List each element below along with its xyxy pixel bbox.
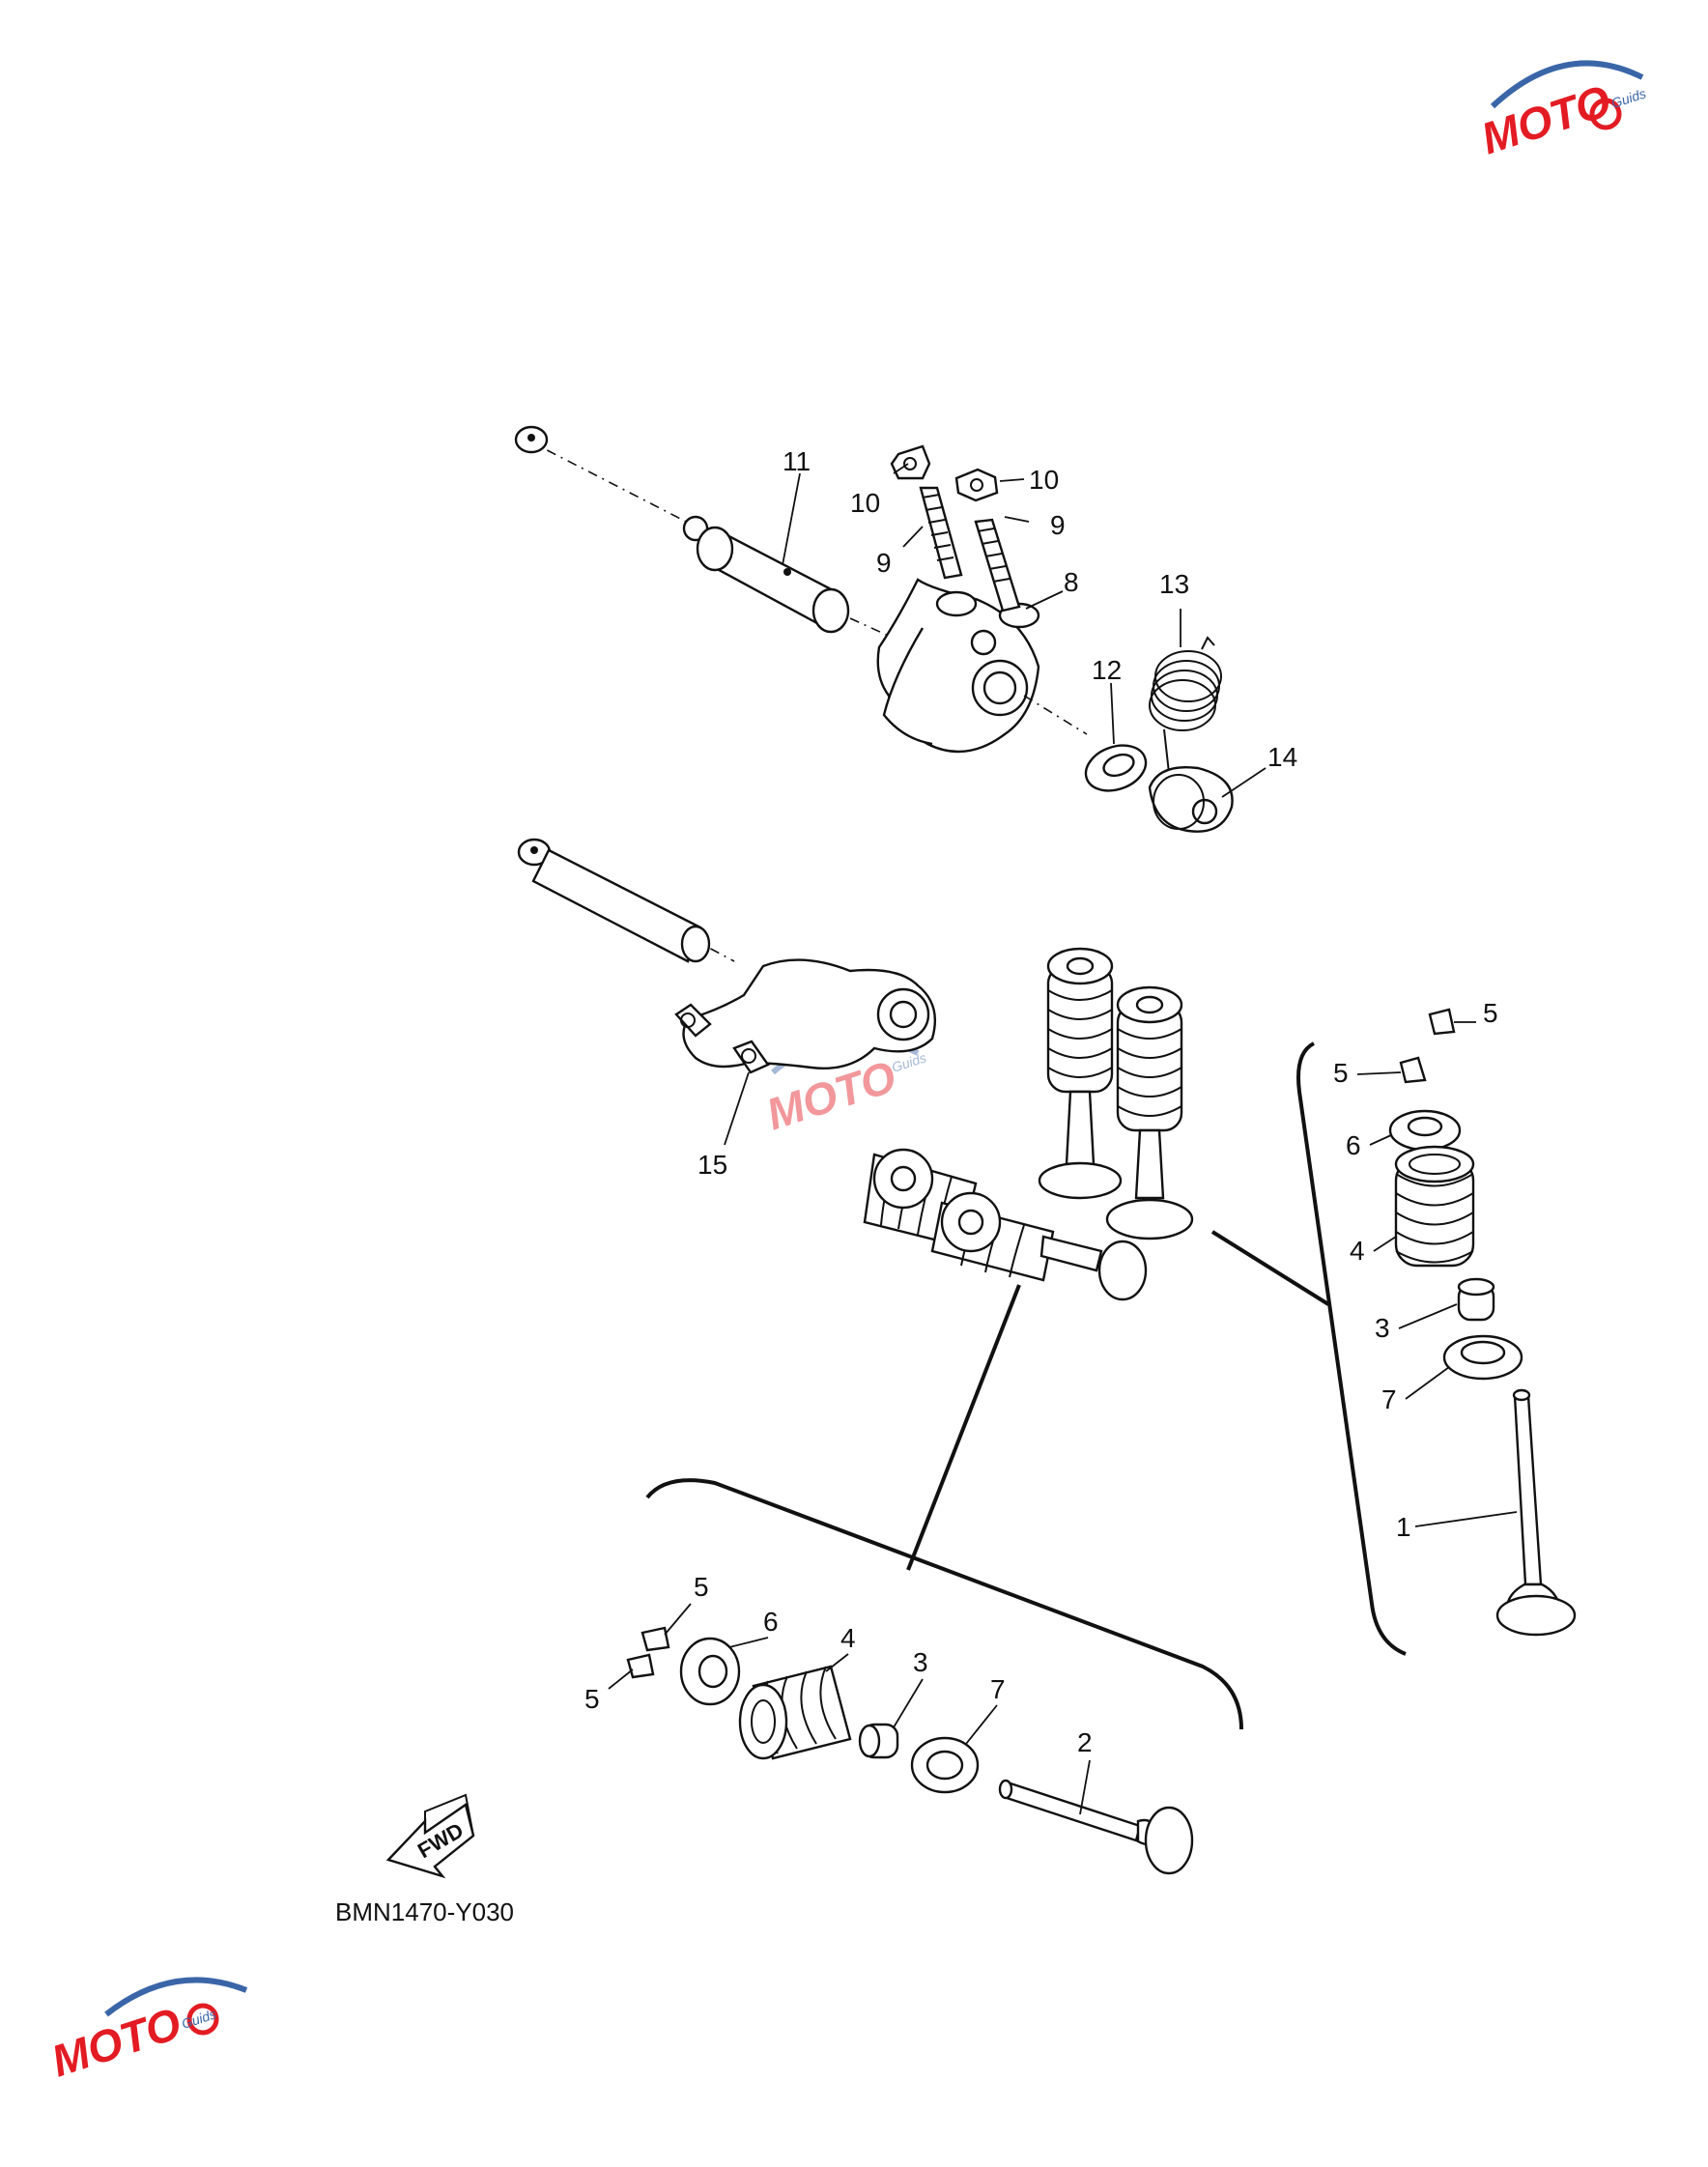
callout-12: 12 [1092, 655, 1122, 685]
cotter-right-1 [1399, 1056, 1427, 1084]
callout-15: 15 [697, 1150, 727, 1180]
callout-5-bottom: 5 [584, 1684, 600, 1714]
callout-9-left: 9 [876, 548, 892, 578]
callout-7-right: 7 [1381, 1384, 1397, 1414]
bracket-right-pointer [1210, 1230, 1330, 1306]
callout-4-right: 4 [1350, 1236, 1365, 1266]
cotter-bottom-2 [626, 1653, 655, 1679]
callout-4-bottom: 4 [840, 1623, 856, 1653]
cotter-bottom-1 [640, 1626, 670, 1652]
adjusting-screw-right [974, 518, 1021, 613]
cotter-right-2 [1428, 1008, 1456, 1036]
callout-5-right-top: 5 [1483, 998, 1498, 1028]
collar [1148, 766, 1234, 833]
callout-5-right: 5 [1333, 1058, 1349, 1088]
callout-10-right: 10 [1029, 465, 1059, 495]
spring-seat-bottom [910, 1736, 980, 1794]
watermark-logo-bottom: MOTO Guids [45, 1977, 248, 2087]
rocker-arm-upper [876, 578, 1088, 754]
bracket-bottom-pointer [906, 1284, 1021, 1571]
exhaust-valve [998, 1779, 1194, 1875]
valve-stem-seal-right [1457, 1277, 1495, 1322]
diagram-code: BMN1470-Y030 [335, 1897, 514, 1926]
valve-assembly-left [863, 1148, 1148, 1301]
washer [1084, 744, 1148, 792]
callout-13: 13 [1159, 569, 1189, 599]
watermark-brand: MOTO [1475, 75, 1617, 164]
rocker-shaft-lower [517, 838, 735, 963]
spring-retainer-bottom [679, 1637, 741, 1706]
valve-assembly-center-1 [1038, 947, 1123, 1200]
valve-stem-seal-bottom [858, 1723, 899, 1759]
callout-5-bottom-top: 5 [694, 1572, 709, 1602]
bracket-bottom [645, 1478, 1243, 1730]
callout-7-bottom: 7 [990, 1674, 1006, 1704]
leader-lines [608, 463, 1518, 1815]
intake-valve [1495, 1388, 1577, 1637]
callout-8: 8 [1064, 567, 1079, 597]
callout-9-right: 9 [1050, 510, 1066, 540]
valve-assembly-center-2 [1105, 985, 1194, 1240]
callout-1: 1 [1396, 1512, 1411, 1542]
adjusting-screw-left [919, 486, 963, 580]
torsion-spring [1149, 636, 1222, 774]
callout-14: 14 [1267, 742, 1297, 772]
watermark-logo-top: MOTO Guids [1475, 60, 1648, 164]
watermark-sub: Guids [1609, 85, 1648, 111]
spring-retainer-right [1388, 1109, 1462, 1152]
callout-6-bottom: 6 [763, 1607, 779, 1637]
callout-2: 2 [1077, 1727, 1093, 1757]
lock-nut-right [954, 468, 999, 502]
watermark-sub: Guids [890, 1049, 928, 1075]
lock-nut-left [890, 444, 931, 480]
callout-3-bottom: 3 [913, 1647, 928, 1677]
fwd-arrow: FWD [385, 1793, 475, 1879]
callout-11: 11 [783, 446, 811, 476]
watermark-brand: MOTO [45, 1998, 187, 2087]
callout-3-right: 3 [1375, 1313, 1390, 1343]
callouts: 11 10 10 9 9 8 12 13 14 15 5 5 6 4 3 7 1… [584, 446, 1498, 1757]
callout-10-left: 10 [850, 488, 880, 518]
valve-spring-bottom [738, 1665, 852, 1760]
spring-seat-right [1442, 1334, 1523, 1381]
callout-6-right: 6 [1346, 1130, 1361, 1160]
bracket-right [1296, 1041, 1407, 1656]
rocker-shaft-upper [514, 425, 904, 643]
rocker-arm-lower [674, 958, 936, 1074]
valve-spring-right [1394, 1145, 1475, 1268]
